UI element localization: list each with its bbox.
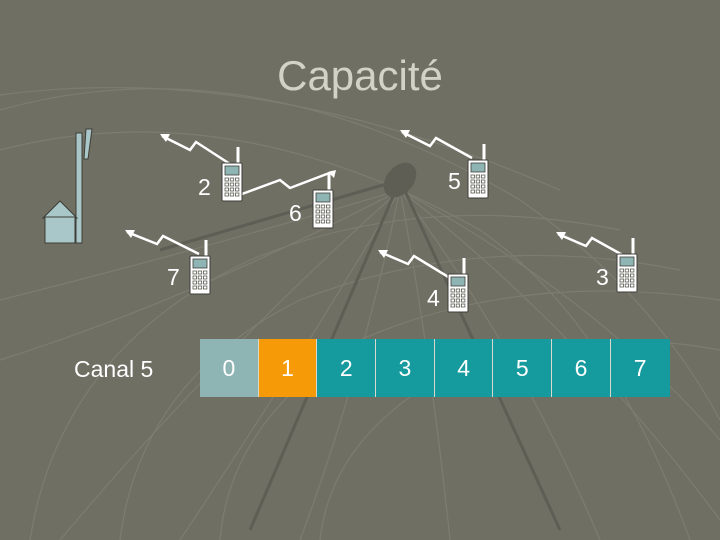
signal-wave-icon bbox=[160, 134, 231, 166]
page-title: Capacité bbox=[277, 52, 443, 99]
signal-wave-icon bbox=[400, 130, 473, 160]
phone-label: 6 bbox=[289, 200, 302, 226]
time-slot-3: 3 bbox=[376, 339, 435, 397]
phone-label: 5 bbox=[448, 168, 461, 194]
time-slot-bar: 0 1 2 3 4 5 6 7 bbox=[200, 339, 670, 397]
slot-label: 0 bbox=[222, 354, 236, 381]
slot-label: 1 bbox=[281, 354, 294, 381]
slot-label: 2 bbox=[339, 354, 353, 381]
time-slot-1: 1 bbox=[258, 339, 318, 397]
phone-label: 4 bbox=[427, 285, 440, 311]
mobile-phone-icon bbox=[466, 142, 490, 200]
signal-wave-icon bbox=[556, 232, 629, 260]
phone-label: 2 bbox=[198, 174, 211, 200]
mobile-phone-icon bbox=[615, 236, 639, 294]
mobile-phone-icon bbox=[188, 238, 212, 296]
slot-label: 7 bbox=[633, 354, 647, 381]
mobile-phone-icon bbox=[220, 145, 244, 203]
slot-label: 4 bbox=[457, 354, 470, 381]
time-slot-2: 2 bbox=[317, 339, 377, 397]
signal-wave-icon bbox=[125, 230, 200, 256]
slot-label: 5 bbox=[515, 354, 529, 381]
slot-label: 3 bbox=[398, 354, 412, 381]
time-slot-7: 7 bbox=[610, 339, 670, 397]
time-slot-0: 0 bbox=[200, 339, 259, 397]
phone-label: 3 bbox=[596, 264, 609, 290]
time-slot-4: 4 bbox=[434, 339, 494, 397]
slot-label: 6 bbox=[574, 354, 588, 381]
time-slot-6: 6 bbox=[552, 339, 611, 397]
base-station-icon bbox=[41, 128, 93, 244]
time-slot-5: 5 bbox=[493, 339, 553, 397]
signal-wave-icon bbox=[241, 170, 336, 196]
phone-label: 7 bbox=[167, 264, 180, 290]
channel-label: Canal 5 bbox=[74, 356, 154, 382]
mobile-phone-icon bbox=[311, 172, 335, 230]
signal-wave-icon bbox=[378, 250, 451, 280]
mobile-phone-icon bbox=[446, 256, 470, 314]
